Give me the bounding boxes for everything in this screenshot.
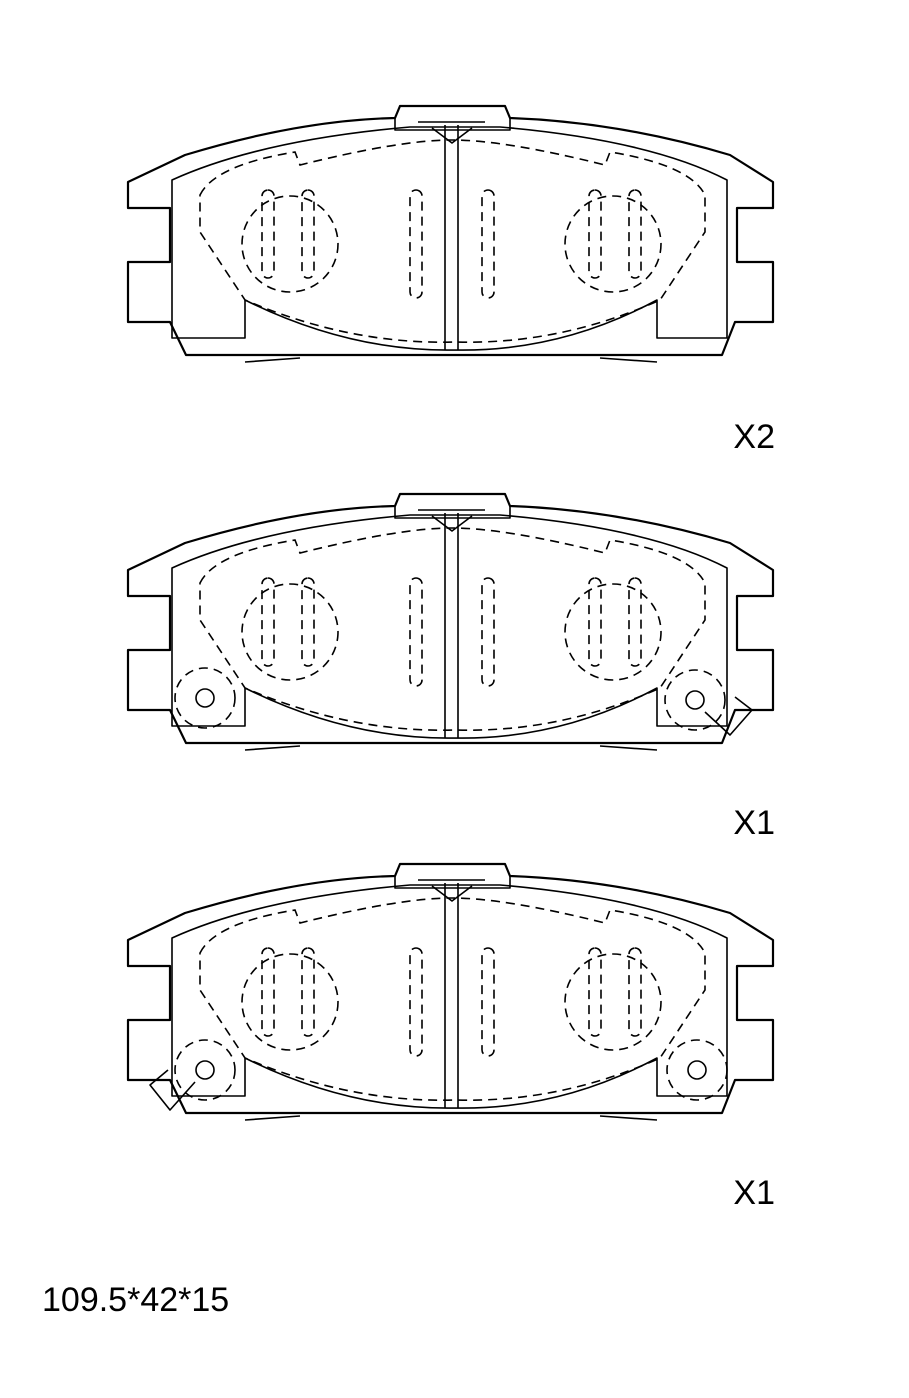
mounting-ear-right	[666, 1039, 728, 1101]
quantity-label-pad-1: X2	[733, 418, 775, 456]
dimensions-label: 109.5*42*15	[42, 1281, 230, 1319]
mounting-ear-left	[174, 667, 236, 729]
brake-pad-3	[126, 862, 775, 1122]
brake-pad-2	[126, 492, 775, 752]
wear-sensor-left	[149, 1039, 236, 1111]
wear-sensor-right	[664, 669, 753, 736]
quantity-label-pad-3: X1	[733, 1174, 775, 1212]
brake-pad-1	[126, 104, 775, 364]
quantity-label-pad-2: X1	[733, 804, 775, 842]
